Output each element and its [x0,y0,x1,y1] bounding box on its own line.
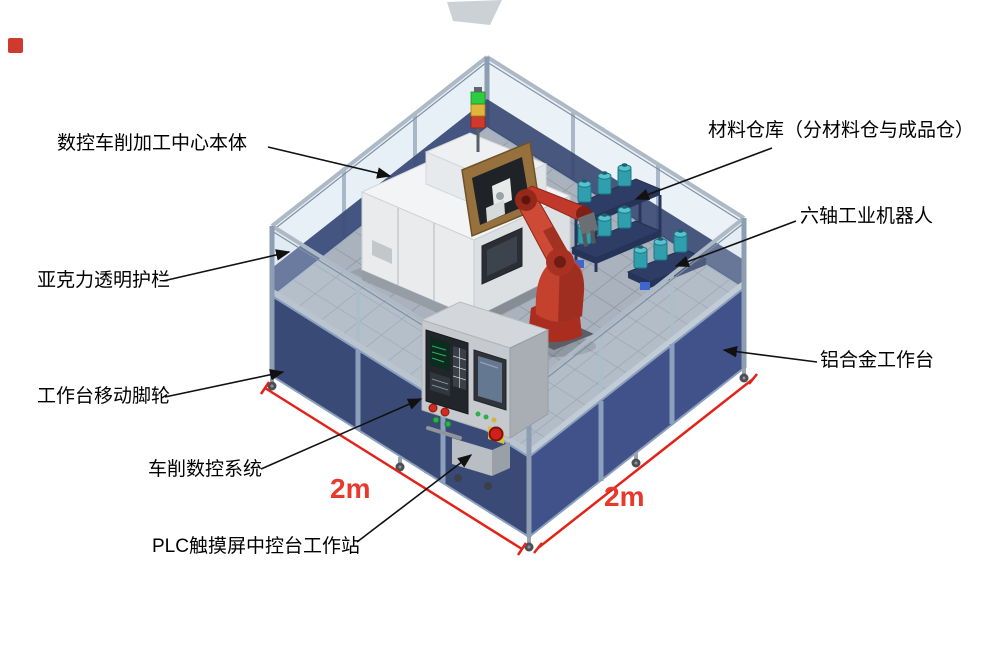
label-acrylic-guard: 亚克力透明护栏 [37,270,171,291]
arrow-cnc-center [267,146,392,179]
arrow-worktable [722,345,818,363]
arrow-robot [674,220,797,267]
arrow-material-warehouse [634,147,773,200]
annotation-arrows [162,146,818,543]
workbench-base [267,218,749,552]
caster-wheels [267,368,749,552]
arrow-cnc-system [260,398,423,470]
label-plc-console: PLC触摸屏中控台工作站 [152,536,360,557]
arrow-plc-console [356,454,473,543]
touchscreen-panel [473,349,507,411]
label-worktable: 铝合金工作台 [820,350,935,371]
dim-left-text: 2m [330,473,370,504]
machine-door [461,140,541,238]
dimension-left: 2m [259,381,528,556]
arrow-casters [164,369,285,398]
label-casters: 工作台移动脚轮 [37,386,171,407]
cnc-control-panel [425,329,469,415]
rack-canisters [577,163,688,269]
label-cnc-center: 数控车削加工中心本体 [57,133,248,154]
control-console [420,301,550,490]
label-robot: 六轴工业机器人 [800,206,934,227]
label-material-warehouse: 材料仓库（分材料仓与成品仓） [708,120,975,141]
label-cnc-system: 车削数控系统 [148,459,263,480]
material-rack [570,163,708,290]
render-artifacts [8,0,502,53]
dim-right-text: 2m [604,481,644,512]
dimension-right: 2m [533,373,758,554]
arrow-acrylic-guard [162,249,291,282]
signal-tower [470,87,486,152]
